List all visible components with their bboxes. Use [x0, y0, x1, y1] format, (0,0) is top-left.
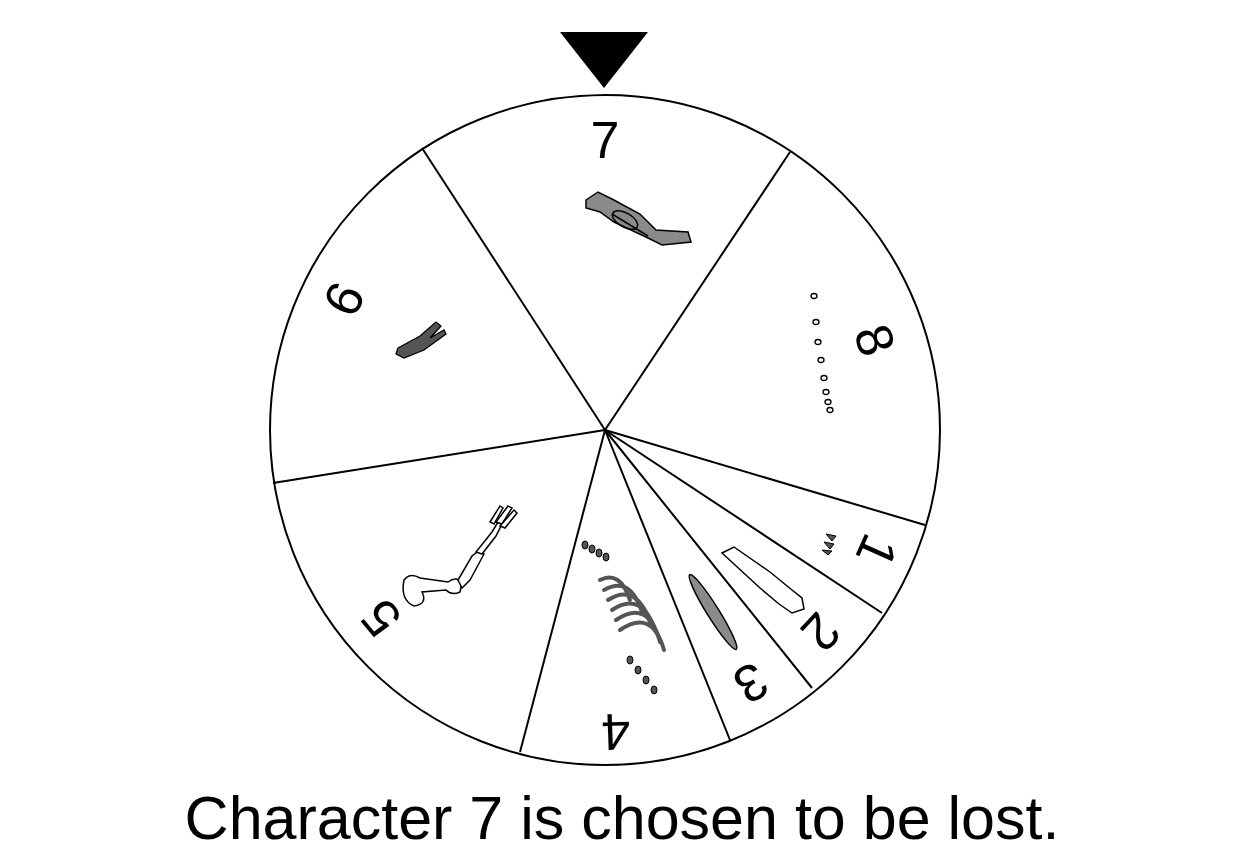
bone-7: [586, 192, 691, 245]
ribs-4: [582, 541, 664, 694]
bone-3: [685, 572, 742, 653]
pointer-triangle: [560, 32, 648, 88]
sector-number: 5: [352, 590, 410, 646]
sector-number: 8: [846, 318, 904, 362]
wheel-circle: [270, 95, 940, 765]
bone-2: [722, 547, 804, 613]
sector-number: 4: [600, 705, 631, 758]
sector-number: 1: [848, 527, 907, 575]
sector-number: 7: [591, 114, 620, 166]
sector-number: 2: [793, 604, 851, 661]
bones-8: [811, 294, 833, 413]
arm-5: [403, 506, 517, 606]
bone-6: [396, 322, 446, 358]
sector-lines: [273, 148, 925, 752]
bones-1: [822, 534, 836, 555]
caption: Character 7 is chosen to be lost.: [0, 788, 1244, 849]
sector-number: 6: [314, 275, 373, 324]
sector-number: 3: [725, 653, 776, 712]
